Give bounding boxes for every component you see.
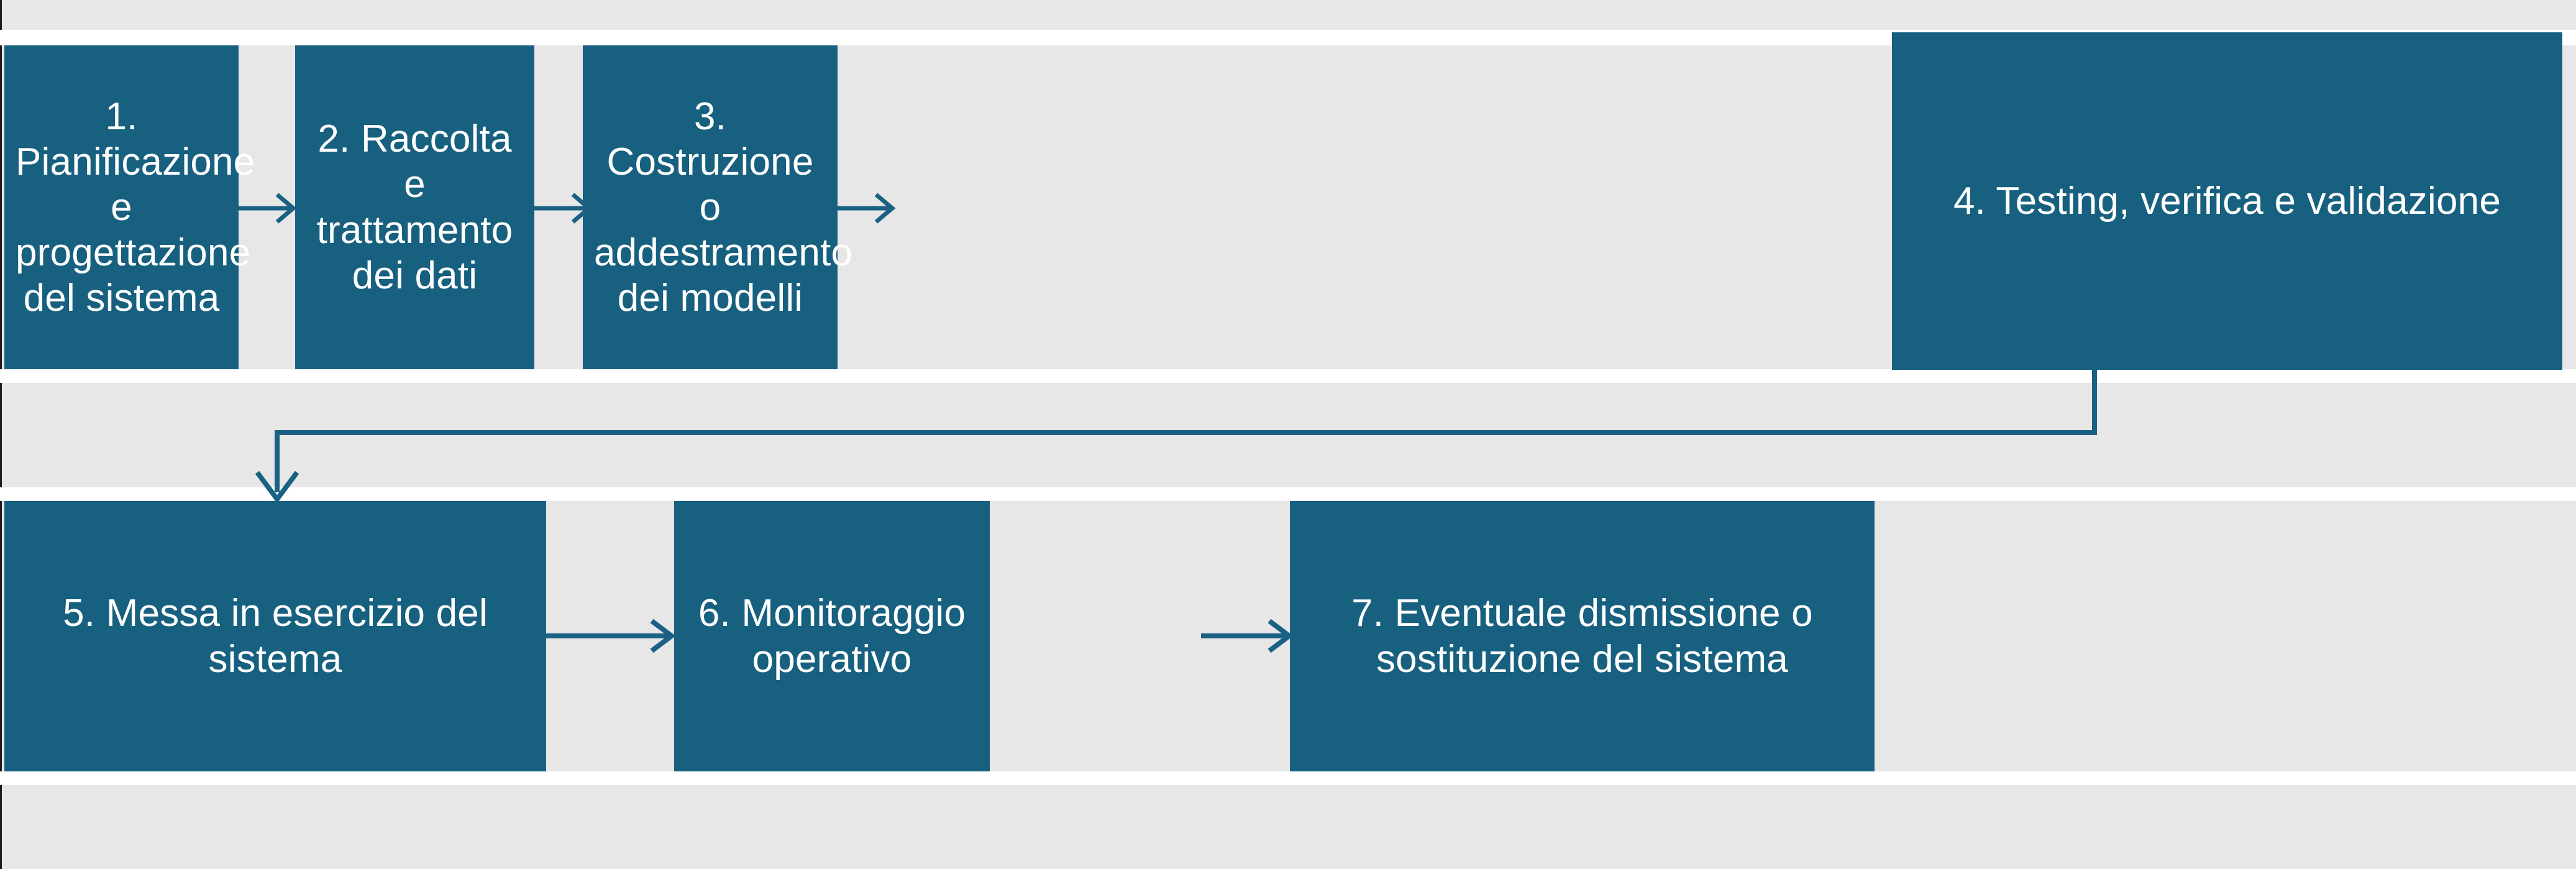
node-step-7-label: 7. Eventuale dismissione o sostituzione … [1351,592,1813,681]
node-step-3[interactable]: 3. Costruzione o addestramento dei model… [583,45,853,369]
node-step-4[interactable]: 4. Testing, verifica e validazione [1892,32,2562,370]
connector-arrow-1-2 [239,186,297,230]
slide-left-edge-rule [0,0,2,869]
band-gap-lower [0,487,2576,501]
node-step-1[interactable]: 1. Pianificazione e progettazione del si… [4,45,255,369]
node-step-5[interactable]: 5. Messa in esercizio del sistema [4,501,546,771]
node-step-7[interactable]: 7. Eventuale dismissione o sostituzione … [1290,501,1875,771]
node-step-4-label: 4. Testing, verifica e validazione [1953,179,2501,223]
connector-arrow-4-5 [255,368,2097,503]
band-gap-bottom [0,771,2576,785]
node-step-2[interactable]: 2. Raccolta e trattamento dei dati [295,45,534,369]
connector-arrow-6-7 [990,614,1294,658]
band-gap-middle [0,369,2576,383]
connector-arrow-5-6 [546,614,676,658]
node-step-3-label: 3. Costruzione o addestramento dei model… [594,94,853,320]
node-step-6[interactable]: 6. Monitoraggio operativo [674,501,990,771]
node-step-2-label: 2. Raccolta e trattamento dei dati [316,117,513,297]
node-step-6-label: 6. Monitoraggio operativo [698,592,966,681]
node-step-5-label: 5. Messa in esercizio del sistema [63,592,488,681]
connector-arrow-2-3 [534,186,593,230]
connector-arrow-3-4 [838,186,896,230]
node-step-1-label: 1. Pianificazione e progettazione del si… [16,94,255,320]
